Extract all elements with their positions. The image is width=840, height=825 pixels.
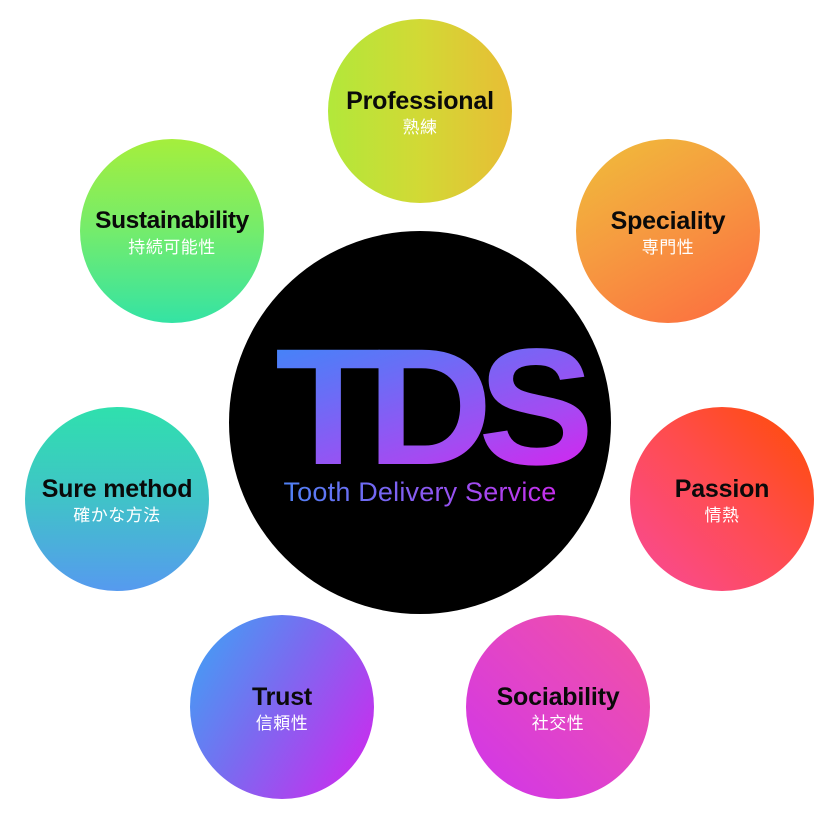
value-label-en: Sociability: [496, 683, 620, 711]
value-label-ja: 持続可能性: [128, 238, 216, 258]
value-label-ja: 社交性: [531, 714, 585, 734]
value-circle-passion: Passion 情熱: [630, 407, 814, 591]
value-label-ja: 信頼性: [255, 714, 309, 734]
center-logo-circle: TDS Tooth Delivery Service: [229, 231, 611, 614]
value-circle-professional: Professional 熟練: [328, 19, 512, 203]
value-label-ja: 熟練: [402, 118, 438, 138]
tds-logo: TDS: [219, 325, 620, 491]
value-circle-trust: Trust 信頼性: [190, 615, 374, 799]
value-circle-sociability: Sociability 社交性: [466, 615, 650, 799]
value-label-en: Sustainability: [95, 207, 249, 234]
tagline: Tooth Delivery Service: [229, 476, 611, 508]
value-label-en: Passion: [674, 475, 770, 503]
value-circle-sure-method: Sure method 確かな方法: [25, 407, 209, 591]
value-label-ja: 確かな方法: [73, 506, 161, 526]
value-label-ja: 専門性: [641, 238, 695, 258]
value-label-en: Sure method: [41, 475, 193, 503]
value-label-en: Professional: [346, 87, 494, 115]
value-circle-speciality: Speciality 専門性: [576, 139, 760, 323]
value-label-en: Speciality: [610, 207, 726, 235]
value-label-en: Trust: [251, 683, 313, 711]
value-label-ja: 情熱: [704, 506, 740, 526]
value-circle-sustainability: Sustainability 持続可能性: [80, 139, 264, 323]
